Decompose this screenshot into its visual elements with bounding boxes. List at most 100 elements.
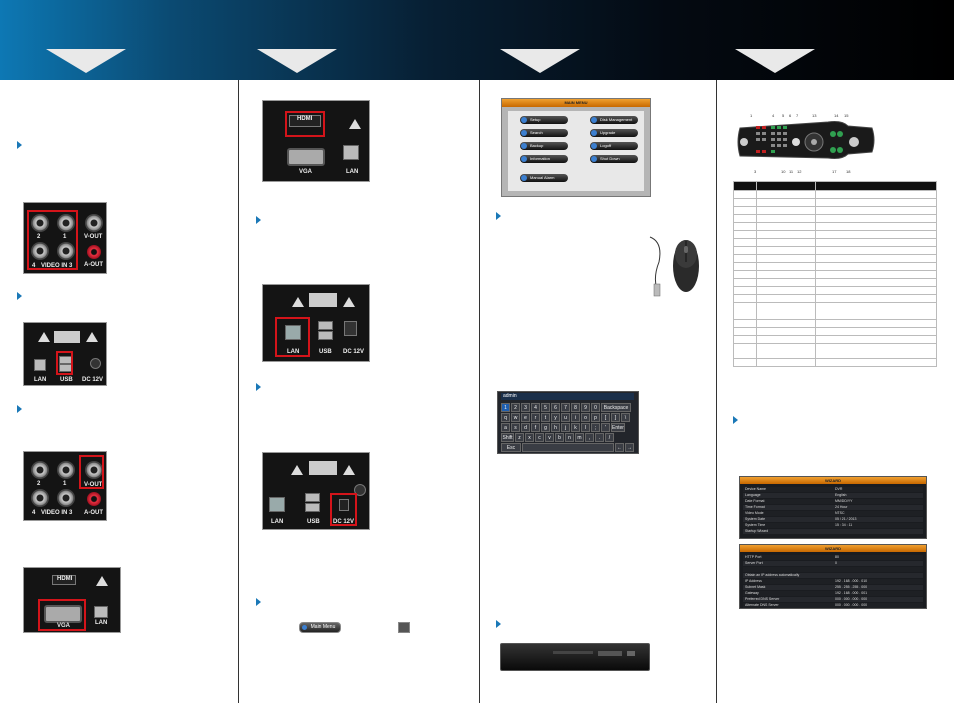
keyboard-key[interactable]: w <box>511 413 520 422</box>
keyboard-key[interactable]: / <box>605 433 614 442</box>
wizard-field-value[interactable]: English <box>835 493 847 497</box>
highlight-box <box>56 351 73 375</box>
keyboard-key[interactable]: s <box>511 423 520 432</box>
table-row <box>733 358 937 367</box>
wizard-field-value[interactable]: 24 Hour <box>835 505 848 509</box>
keyboard-key[interactable]: o <box>581 413 590 422</box>
wizard-field-value[interactable]: 000 . 000 . 000 . 000 <box>835 603 868 607</box>
keyboard-key[interactable]: d <box>521 423 530 432</box>
keyboard-key[interactable]: → <box>625 443 634 452</box>
keyboard-key[interactable]: q <box>501 413 510 422</box>
menu-item-information[interactable]: Information <box>520 155 568 163</box>
keyboard-key[interactable]: 0 <box>591 403 600 412</box>
keyboard-key[interactable]: i <box>571 413 580 422</box>
keyboard-key[interactable]: , <box>585 433 594 442</box>
keyboard-key[interactable]: g <box>541 423 550 432</box>
step-arrow-1 <box>46 49 126 73</box>
keyboard-key[interactable]: ; <box>591 423 600 432</box>
callout-label: 6 <box>789 113 792 118</box>
keyboard-key[interactable]: ' <box>601 423 610 432</box>
keyboard-key[interactable]: \ <box>621 413 630 422</box>
keyboard-spacebar[interactable] <box>522 443 614 452</box>
keyboard-key[interactable]: a <box>501 423 510 432</box>
port-label: VGA <box>299 169 313 175</box>
port-label: DC 12V <box>333 519 355 525</box>
menu-item-setup[interactable]: Setup <box>520 116 568 124</box>
wizard-field-value[interactable]: DVR <box>835 487 843 491</box>
menu-item-shut-down[interactable]: Shut Down <box>590 155 638 163</box>
keyboard-key[interactable]: 9 <box>581 403 590 412</box>
wizard-field-value[interactable]: 0 <box>835 561 837 565</box>
keyboard-input-field[interactable]: admin <box>501 393 634 400</box>
wizard-field-label: Video Mode <box>745 511 764 515</box>
step-arrow-2 <box>257 49 337 73</box>
keyboard-key[interactable]: m <box>575 433 584 442</box>
keyboard-key[interactable]: ] <box>611 413 620 422</box>
keyboard-key[interactable]: . <box>595 433 604 442</box>
keyboard-key[interactable]: 7 <box>561 403 570 412</box>
keyboard-key[interactable]: 2 <box>511 403 520 412</box>
menu-item-manual-alarm[interactable]: Manual Alarm <box>520 174 568 182</box>
keyboard-key[interactable]: x <box>525 433 534 442</box>
wizard-field-value[interactable]: 15 : 34 : 11 <box>835 523 853 527</box>
keyboard-key[interactable]: Shift <box>501 433 514 442</box>
keyboard-key[interactable]: v <box>545 433 554 442</box>
keyboard-key[interactable]: h <box>551 423 560 432</box>
menu-item-disk-management[interactable]: Disk Management <box>590 116 638 124</box>
wizard-field-value[interactable]: 255 . 255 . 255 . 000 <box>835 585 868 589</box>
main-menu-button[interactable]: Main Menu <box>299 622 341 633</box>
menu-item-backup[interactable]: Backup <box>520 142 568 150</box>
wizard-field-value[interactable]: 192 . 168 . 000 . 010 <box>835 579 868 583</box>
exit-icon[interactable] <box>398 622 410 633</box>
menu-item-search[interactable]: Search <box>520 129 568 137</box>
keyboard-key[interactable]: z <box>515 433 524 442</box>
port-label: LAN <box>346 169 359 175</box>
backup-icon <box>521 143 527 149</box>
keyboard-key[interactable]: 3 <box>521 403 530 412</box>
keyboard-key[interactable]: 1 <box>501 403 510 412</box>
keyboard-key[interactable]: 4 <box>531 403 540 412</box>
keyboard-key[interactable]: y <box>551 413 560 422</box>
menu-item-logoff[interactable]: Logoff <box>590 142 638 150</box>
wizard-field-value[interactable]: 192 . 168 . 000 . 001 <box>835 591 868 595</box>
menu-item-label: Manual Alarm <box>530 175 555 180</box>
keyboard-key[interactable]: f <box>531 423 540 432</box>
keyboard-key[interactable]: u <box>561 413 570 422</box>
wizard-field-value[interactable]: NTSC <box>835 511 845 515</box>
usb-mouse-image <box>649 236 699 297</box>
keyboard-key[interactable]: k <box>571 423 580 432</box>
keyboard-key[interactable]: Enter <box>611 423 625 432</box>
keyboard-key[interactable]: Backspace <box>601 403 631 412</box>
table-row <box>733 206 937 215</box>
wizard-field-value[interactable]: 80 <box>835 555 839 559</box>
keyboard-key[interactable]: 6 <box>551 403 560 412</box>
keyboard-key[interactable]: e <box>521 413 530 422</box>
callout-label: 5 <box>782 113 785 118</box>
keyboard-key[interactable]: p <box>591 413 600 422</box>
keyboard-key[interactable]: [ <box>601 413 610 422</box>
wizard-field-value[interactable]: MM/DD/YY <box>835 499 853 503</box>
wizard-field-value[interactable]: 05 / 21 / 2013 <box>835 517 857 521</box>
keyboard-key[interactable]: 8 <box>571 403 580 412</box>
port-label: LAN <box>34 377 47 383</box>
keyboard-key[interactable]: l <box>581 423 590 432</box>
keyboard-key[interactable]: ← <box>615 443 624 452</box>
keyboard-key[interactable]: t <box>541 413 550 422</box>
keyboard-key[interactable]: Esc <box>501 443 521 452</box>
wizard-field-label: Language <box>745 493 761 497</box>
keyboard-key[interactable]: c <box>535 433 544 442</box>
menu-item-upgrade[interactable]: Upgrade <box>590 129 638 137</box>
keyboard-key[interactable]: r <box>531 413 540 422</box>
table-row <box>733 327 937 336</box>
main-menu-title: MAIN MENU <box>564 100 588 105</box>
keyboard-key[interactable]: n <box>565 433 574 442</box>
keyboard-key[interactable]: 5 <box>541 403 550 412</box>
keyboard-key[interactable]: j <box>561 423 570 432</box>
keyboard-key[interactable]: b <box>555 433 564 442</box>
wizard-field-value[interactable]: 000 . 000 . 000 . 000 <box>835 597 868 601</box>
